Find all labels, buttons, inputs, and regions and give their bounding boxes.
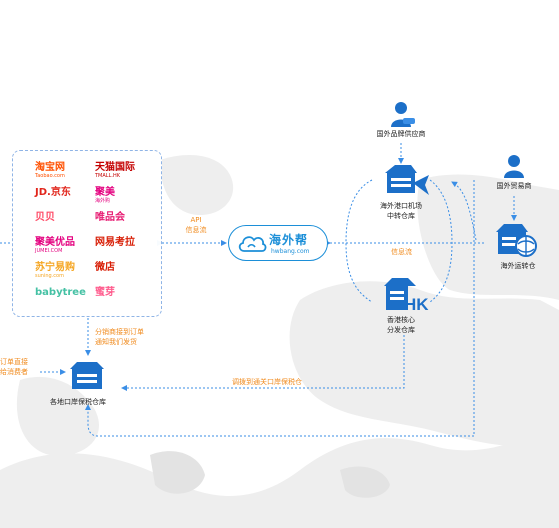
platform-logo: babytree (35, 288, 86, 298)
platform-name: JD.京东 (35, 187, 71, 198)
platform-name: 蜜芽 (95, 287, 115, 298)
hk-to-bonded-path (121, 335, 405, 391)
platform-logo: 网易考拉 (95, 238, 135, 248)
transit-to-hk-left-path (345, 179, 373, 303)
platform-name: 淘宝网 (35, 162, 65, 173)
platform-sub: 海外购 (95, 198, 111, 204)
hwbang-domain: hwbang.com (271, 248, 310, 255)
hwbang-name: 海外帮 (269, 233, 309, 247)
transit-to-hk-right-path (429, 179, 453, 303)
platform-name: 苏宁易购 (35, 262, 75, 273)
platform-name: 网易考拉 (95, 237, 135, 248)
platform-name: babytree (35, 287, 86, 298)
platform-sub: suning.com (35, 273, 64, 279)
overseas-trader-label: 国外贸易商 (496, 182, 532, 190)
platform-sub: TMALL.HK (95, 173, 120, 179)
transit-warehouse-label-1: 海外港口机场 (380, 202, 422, 210)
platform-name: 唯品会 (95, 212, 125, 223)
hk-warehouse-label-1: 香港核心 (387, 316, 415, 324)
hk-badge-text: HK (404, 295, 429, 314)
overseas-trader-person-icon (504, 155, 524, 178)
platform-name: 聚美 (95, 187, 115, 198)
transit-warehouse-label-2: 中转仓库 (387, 212, 415, 220)
brand-supplier-person-icon (391, 102, 415, 127)
order-direct-label-1: 订单直接 (0, 358, 28, 366)
info-flow-label-right: 信息流 (391, 248, 412, 256)
platform-sub: Taobao.com (35, 173, 65, 179)
bonded-warehouse-label: 各地口岸保税仓库 (50, 398, 106, 406)
hk-warehouse-label-2: 分发仓库 (387, 326, 415, 334)
platform-name: 天猫国际 (95, 162, 135, 173)
transfer-bonded-label: 调拨到通关口岸保税仓 (232, 378, 302, 386)
overseas-to-bonded-path (85, 180, 475, 437)
hwbang-center-logo: 海外帮 hwbang.com (228, 225, 328, 261)
platform-logo: JD.京东 (35, 188, 71, 198)
platform-name: 微店 (95, 262, 115, 273)
platform-logo: 聚美海外购 (95, 187, 115, 205)
order-direct-label-2: 给消费者 (0, 368, 28, 376)
platform-logo: 微店 (95, 263, 115, 273)
platform-name: 贝贝 (35, 212, 55, 223)
platform-name: 聚美优品 (35, 237, 75, 248)
platform-logo: 蜜芽 (95, 288, 115, 298)
platform-logo: 贝贝 (35, 213, 55, 223)
overseas-warehouse-globe-icon (496, 224, 537, 257)
cloud-icon (238, 236, 267, 252)
dispatch-order-label-1: 分销商接到订单 (95, 328, 144, 336)
transit-warehouse-airplane-icon (385, 165, 429, 195)
overseas-warehouse-label: 海外运转仓 (500, 262, 536, 270)
platform-logo: 唯品会 (95, 213, 125, 223)
overseas-to-transit-arrow (451, 181, 477, 241)
dispatch-order-label-2: 通知我们发货 (95, 338, 137, 346)
hk-warehouse-icon: HK (384, 278, 429, 314)
platform-sub: JUMEI.COM (35, 248, 63, 254)
api-label: API (190, 216, 202, 224)
bonded-warehouse-icon (70, 362, 104, 389)
brand-supplier-label: 国外品牌供应商 (376, 130, 426, 138)
info-flow-label: 信息流 (185, 226, 207, 234)
